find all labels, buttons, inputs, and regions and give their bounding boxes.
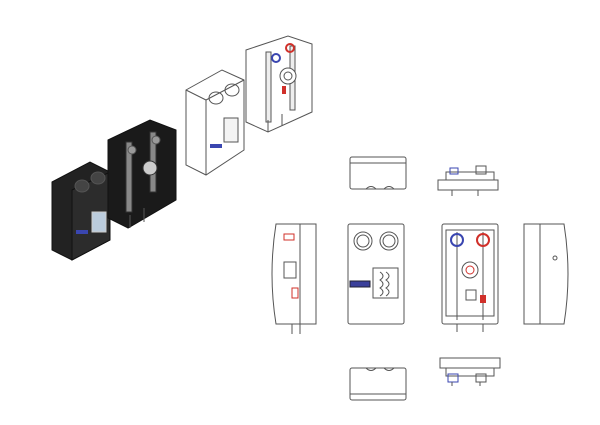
bottom-view-station: [439, 357, 501, 386]
top-view-cover: [349, 156, 407, 190]
isometric-white-station: [245, 35, 313, 133]
front-view-station: [441, 223, 499, 332]
top-view-station: [437, 165, 499, 196]
front-view-cover: [347, 223, 405, 325]
bottom-view-cover: [349, 367, 407, 401]
isometric-dark-housing: [51, 161, 111, 261]
isometric-white-cover: [185, 69, 245, 176]
side-view-left: [271, 223, 317, 334]
isometric-dark-station: [107, 119, 177, 229]
side-view-right: [523, 223, 569, 325]
